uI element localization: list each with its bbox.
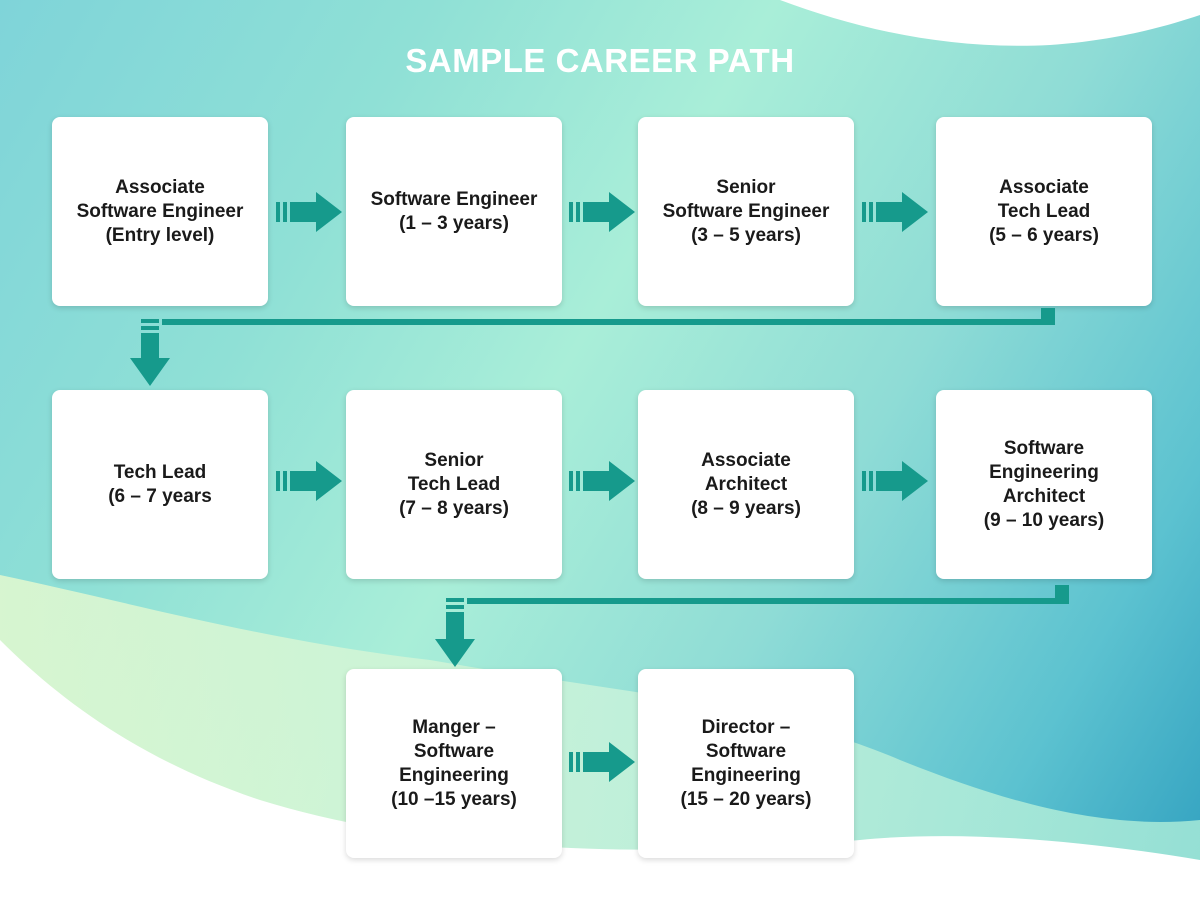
right-arrow-icon (862, 192, 928, 232)
right-arrow-icon (276, 461, 342, 501)
step-box-associate-tech-lead: Associate Tech Lead (5 – 6 years) (936, 117, 1152, 306)
step-label: Tech Lead (6 – 7 years (108, 461, 212, 507)
right-arrow-icon (862, 461, 928, 501)
step-label: Director – Software Engineering (15 – 20… (680, 716, 812, 810)
step-label: Manger – Software Engineering (10 –15 ye… (391, 716, 517, 810)
step-box-manager-software-engineering: Manger – Software Engineering (10 –15 ye… (346, 669, 562, 858)
step-box-tech-lead: Tech Lead (6 – 7 years (52, 390, 268, 579)
step-label: Software Engineering Architect (9 – 10 y… (983, 437, 1105, 531)
right-arrow-icon (276, 192, 342, 232)
right-arrow-icon (569, 461, 635, 501)
step-label: Senior Software Engineer (3 – 5 years) (662, 176, 830, 246)
step-label: Associate Software Engineer (Entry level… (76, 176, 244, 246)
step-label: Senior Tech Lead (7 – 8 years) (399, 449, 509, 519)
step-box-software-engineering-architect: Software Engineering Architect (9 – 10 y… (936, 390, 1152, 579)
step-label: Software Engineer (1 – 3 years) (370, 188, 538, 234)
step-box-senior-tech-lead: Senior Tech Lead (7 – 8 years) (346, 390, 562, 579)
step-label: Associate Tech Lead (5 – 6 years) (989, 176, 1099, 246)
step-box-senior-software-engineer: Senior Software Engineer (3 – 5 years) (638, 117, 854, 306)
step-box-software-engineer: Software Engineer (1 – 3 years) (346, 117, 562, 306)
step-box-director-software-engineering: Director – Software Engineering (15 – 20… (638, 669, 854, 858)
page-title: SAMPLE CAREER PATH (405, 42, 795, 79)
step-label: Associate Architect (8 – 9 years) (691, 449, 801, 519)
right-arrow-icon (569, 742, 635, 782)
step-box-associate-software-engineer: Associate Software Engineer (Entry level… (52, 117, 268, 306)
step-box-associate-architect: Associate Architect (8 – 9 years) (638, 390, 854, 579)
right-arrow-icon (569, 192, 635, 232)
